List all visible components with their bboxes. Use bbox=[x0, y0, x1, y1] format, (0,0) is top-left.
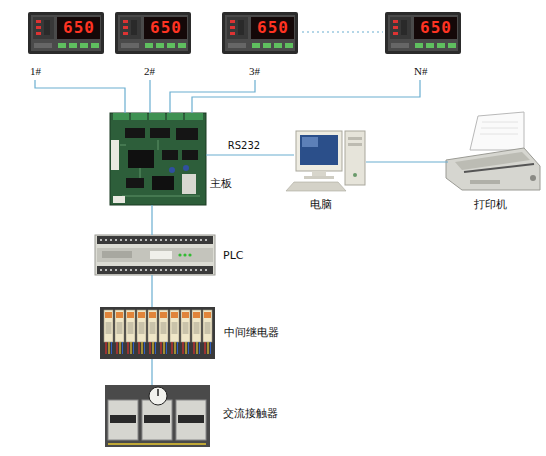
meter-number: 3# bbox=[249, 65, 260, 78]
node-label: 交流接触器 bbox=[223, 407, 278, 420]
meter-number: N# bbox=[414, 65, 427, 78]
node-label: 主板 bbox=[210, 177, 232, 190]
relay-node: 中间继电器 bbox=[100, 307, 215, 359]
circuit-board bbox=[110, 113, 206, 205]
display-reading: 650 bbox=[57, 19, 101, 37]
display-reading: 650 bbox=[144, 19, 188, 37]
connector-line bbox=[151, 205, 152, 235]
panel-meter: 650 1# bbox=[28, 10, 106, 80]
dotted-continuation bbox=[302, 31, 383, 32]
connector-line bbox=[192, 80, 420, 113]
computer bbox=[286, 131, 365, 191]
computer-node: 电脑 bbox=[294, 128, 366, 192]
panel-meter: 650 3# bbox=[222, 10, 300, 80]
node-label: PLC bbox=[223, 249, 243, 262]
connector-line bbox=[35, 80, 125, 113]
printer bbox=[446, 112, 540, 190]
panel-meter: 650N# bbox=[385, 10, 463, 80]
edge-label: RS232 bbox=[228, 140, 260, 151]
meter-number: 1# bbox=[30, 65, 41, 78]
relay-bank bbox=[100, 307, 215, 359]
main-board: 主板 bbox=[110, 113, 206, 205]
meter-number: 2# bbox=[144, 65, 155, 78]
connector-line bbox=[206, 154, 294, 155]
connector-line bbox=[366, 161, 448, 162]
panel-meter: 650 2# bbox=[115, 10, 193, 80]
node-label: 电脑 bbox=[310, 198, 332, 211]
display-reading: 650 bbox=[251, 19, 295, 37]
connector-line bbox=[151, 359, 152, 385]
printer-node: 打印机 bbox=[440, 110, 542, 192]
contactor-node: 交流接触器 bbox=[105, 385, 210, 447]
connector-line bbox=[149, 80, 150, 113]
node-label: 打印机 bbox=[474, 198, 507, 211]
plc-unit bbox=[95, 235, 215, 275]
contactor-bank bbox=[105, 385, 210, 447]
connector-line bbox=[151, 275, 152, 307]
node-label: 中间继电器 bbox=[224, 326, 279, 339]
panel-meter-body bbox=[28, 12, 461, 54]
plc-node: PLC bbox=[95, 235, 215, 275]
display-reading: 650 bbox=[414, 19, 458, 37]
